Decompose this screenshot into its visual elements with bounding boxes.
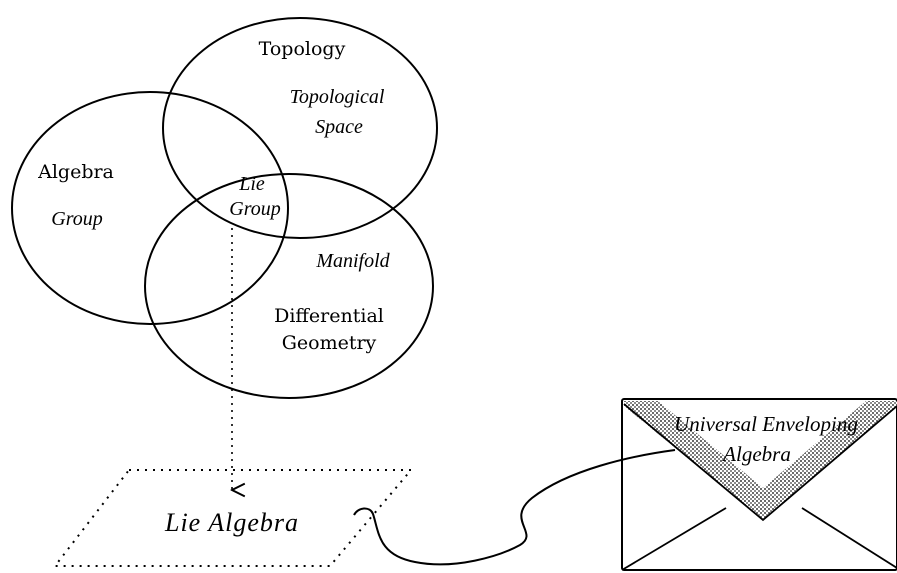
envelope-flap-shading — [624, 401, 897, 520]
topological-space-label-line2: Space — [315, 116, 363, 138]
envelope-bottom-fold-left — [621, 507, 727, 571]
universal-enveloping-label-line2: Algebra — [721, 442, 791, 466]
lie-algebra-to-envelope-curve — [353, 449, 676, 566]
topology-title: Topology — [259, 38, 346, 60]
lie-group-label-line2: Group — [229, 198, 280, 220]
universal-enveloping-algebra-envelope — [621, 398, 897, 571]
differential-geometry-title-line1: Differential — [274, 305, 384, 327]
envelope-bottom-fold-right — [801, 507, 897, 569]
topological-space-label-line1: Topological — [290, 86, 385, 108]
algebra-title: Algebra — [37, 161, 114, 183]
topology-circle — [162, 17, 438, 239]
differential-geometry-title-line2: Geometry — [282, 332, 377, 354]
lie-algebra-label: Lie Algebra — [164, 508, 299, 537]
universal-enveloping-label-line1: Universal Enveloping — [674, 412, 858, 436]
differential-geometry-circle — [144, 173, 434, 399]
group-label: Group — [51, 208, 102, 230]
envelope-flap-edge — [623, 403, 897, 522]
lie-group-label-line1: Lie — [238, 173, 265, 195]
algebra-circle — [11, 91, 289, 325]
manifold-label: Manifold — [315, 250, 390, 272]
